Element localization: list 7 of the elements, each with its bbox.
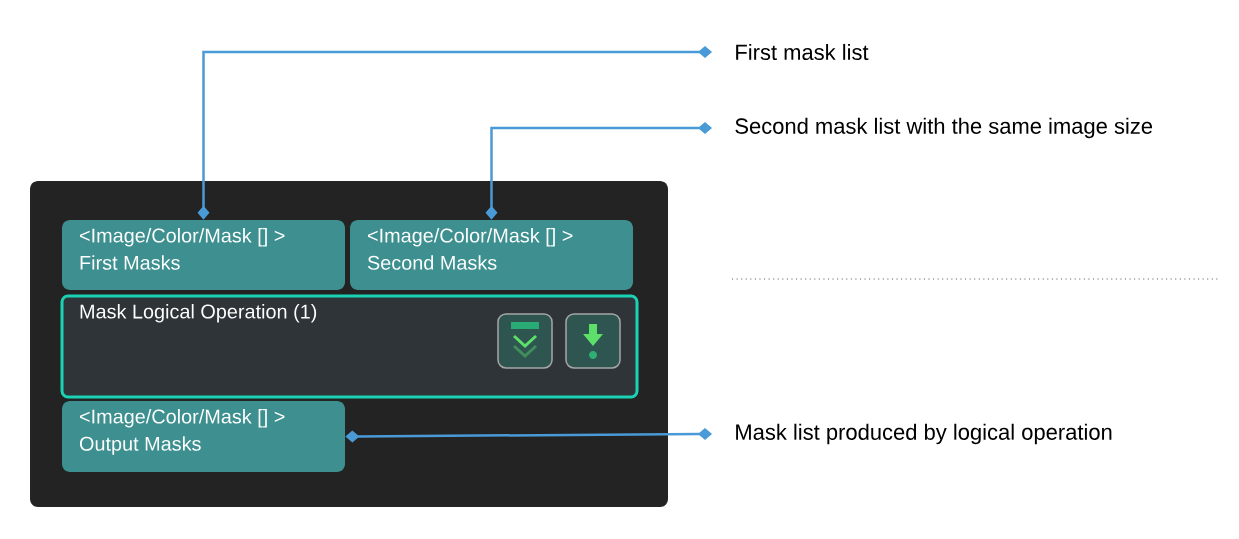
annotation-text: Second mask list with the same image size xyxy=(735,117,1153,139)
port-box: <Image/Color/Mask [] > Output Masks xyxy=(62,401,345,472)
port-box: <Image/Color/Mask [] > First Masks xyxy=(62,220,345,290)
annotation-text: Mask list produced by logical operation xyxy=(736,423,1112,445)
port-box: <Image/Color/Mask [] > Second Masks xyxy=(350,220,633,290)
operator-box: Mask Logical Operation (1) xyxy=(60,294,639,399)
annotation-text: First mask list xyxy=(736,43,869,61)
